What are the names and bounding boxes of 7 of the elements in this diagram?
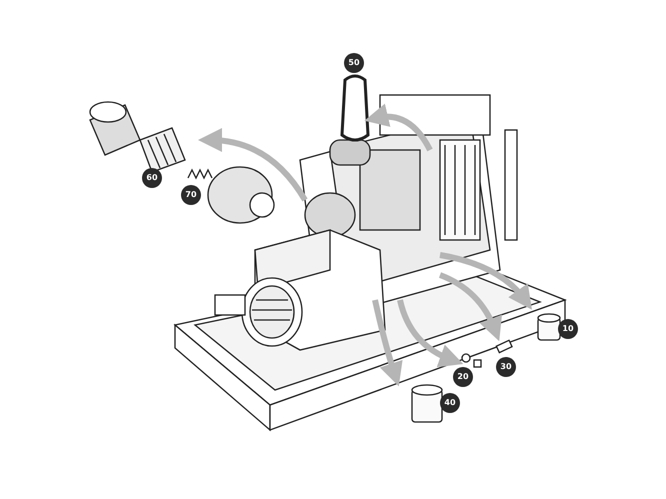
callout-number: 70 [181, 185, 201, 205]
callout-number: 50 [344, 53, 364, 73]
callout-number: 10 [558, 319, 578, 339]
callout-number: 60 [142, 168, 162, 188]
callout-number: 40 [440, 393, 460, 413]
callout-number: 30 [496, 357, 516, 377]
callout-number: 20 [453, 367, 473, 387]
